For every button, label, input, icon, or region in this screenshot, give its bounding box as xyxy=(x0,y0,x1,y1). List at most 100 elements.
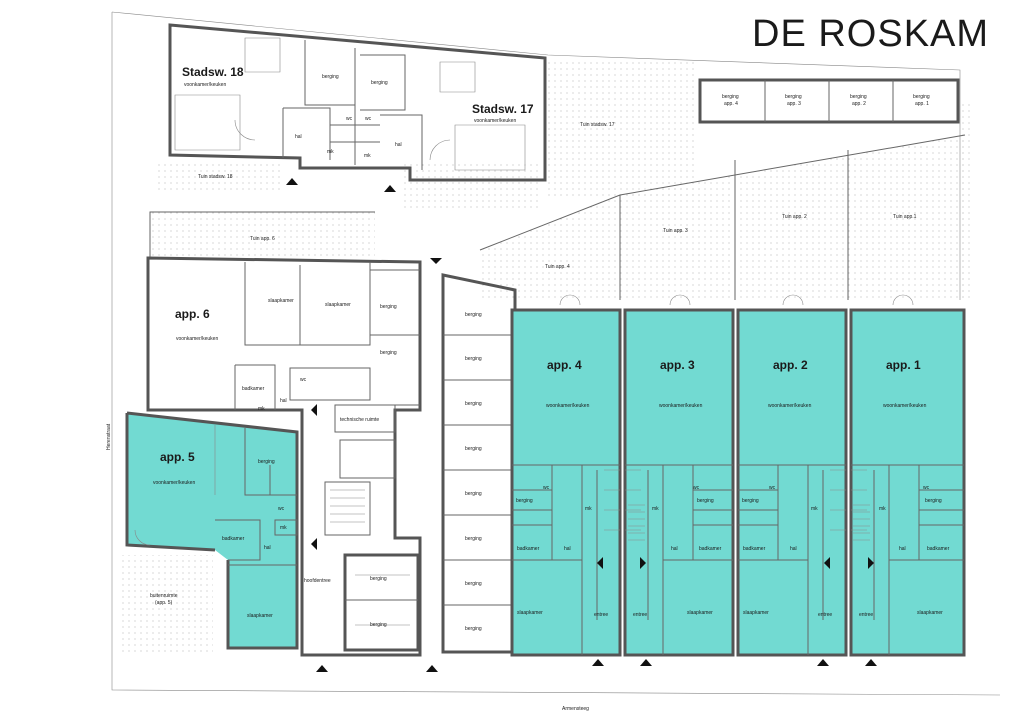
app2-entry: entree xyxy=(818,612,832,618)
main-entrance-label: hoofdentree xyxy=(304,578,331,584)
arrow-up-icon xyxy=(592,659,604,666)
s18-wc: wc xyxy=(346,116,353,122)
app2-bed: slaapkamer xyxy=(743,610,769,616)
app6-storage2: berging xyxy=(380,350,397,356)
app4-wc: wc xyxy=(543,485,550,491)
arrow-up-icon xyxy=(316,665,328,672)
storage-app3-l1: berging xyxy=(785,94,802,100)
app5-title: app. 5 xyxy=(160,450,195,464)
app1-title: app. 1 xyxy=(886,358,921,372)
apartment-app2: app. 2 woonkamer/keuken berging wc mk ba… xyxy=(736,308,848,657)
garden-label-app4: Tuin app. 4 xyxy=(545,264,570,270)
app3-entry: entree xyxy=(633,612,647,618)
s17-living: voonkamer/keuken xyxy=(474,118,516,124)
s17-hall: hal xyxy=(395,142,402,148)
garden-label-s17: Tuin stadsw. 17 xyxy=(580,122,615,128)
app6-storage1: berging xyxy=(380,304,397,310)
app4-mk: mk xyxy=(585,506,592,512)
app1-bed: slaapkamer xyxy=(917,610,943,616)
app6-bed1: slaapkamer xyxy=(268,298,294,304)
core-storage2: berging xyxy=(370,622,387,628)
arrow-left-icon xyxy=(311,404,317,416)
apartment-app1: app. 1 woonkamer/keuken berging wc mk ba… xyxy=(849,308,966,657)
storage-col-4: berging xyxy=(465,446,482,452)
storage-app4-l2: app. 4 xyxy=(724,101,738,107)
app5-hall: hal xyxy=(264,545,271,551)
app4-living: woonkamer/keuken xyxy=(546,403,590,409)
arrow-left-icon xyxy=(597,557,603,569)
storage-col-7: berging xyxy=(465,581,482,587)
stadswoningen-block xyxy=(168,23,547,182)
arrow-left-icon xyxy=(311,538,317,550)
storage-col-6: berging xyxy=(465,536,482,542)
storage-app2-l1: berging xyxy=(850,94,867,100)
app5-living: voonkamer/keuken xyxy=(153,480,195,486)
app5-bed: slaapkamer xyxy=(247,613,273,619)
app3-storage: berging xyxy=(697,498,714,504)
storage-column-labels: berging berging berging berging berging … xyxy=(465,312,482,632)
apartment-app3: app. 3 woonkamer/keuken berging wc mk ba… xyxy=(623,308,735,657)
arrow-down-icon xyxy=(430,258,442,264)
storage-app3-l2: app. 3 xyxy=(787,101,801,107)
core-storage1: berging xyxy=(370,576,387,582)
app5-storage: berging xyxy=(258,459,275,465)
app3-mk: mk xyxy=(652,506,659,512)
app5-outdoor-1: buitenruimte xyxy=(150,593,178,599)
gardens xyxy=(118,60,970,655)
garden-label-s18: Tuin stadsw. 18 xyxy=(198,174,233,180)
app4-hall: hal xyxy=(564,546,571,552)
technical-room-label: technische ruimte xyxy=(340,417,379,423)
garden-lines xyxy=(149,134,966,300)
app1-hall: hal xyxy=(899,546,906,552)
s17-wc: wc xyxy=(365,116,372,122)
garden-label-app6: Tuin app. 6 xyxy=(250,236,275,242)
entrance-arrows xyxy=(286,178,877,672)
app1-living: woonkamer/keuken xyxy=(883,403,927,409)
arrow-up-icon xyxy=(426,665,438,672)
s18-hall: hal xyxy=(295,134,302,140)
street-label-bottom: Armensteeg xyxy=(562,706,589,712)
storage-col-3: berging xyxy=(465,401,482,407)
arrow-right-icon xyxy=(868,557,874,569)
app3-living: woonkamer/keuken xyxy=(659,403,703,409)
storage-row-labels: berging app. 4 berging app. 3 berging ap… xyxy=(722,94,930,107)
storage-col-5: berging xyxy=(465,491,482,497)
storage-app1-l2: app. 1 xyxy=(915,101,929,107)
app1-storage: berging xyxy=(925,498,942,504)
s18-mk: mk xyxy=(327,149,334,155)
storage-col-2: berging xyxy=(465,356,482,362)
arrow-up-icon xyxy=(286,178,298,185)
app6-bath: badkamer xyxy=(242,386,265,392)
app6-bed2: slaapkamer xyxy=(325,302,351,308)
arrow-up-icon xyxy=(817,659,829,666)
arrow-up-icon xyxy=(384,185,396,192)
app6-mk: mk xyxy=(258,406,265,412)
app4-title: app. 4 xyxy=(547,358,582,372)
app5-outdoor-2: (app. 5) xyxy=(155,600,173,606)
storage-col-8: berging xyxy=(465,626,482,632)
app4-bath: badkamer xyxy=(517,546,540,552)
storage-app1-l1: berging xyxy=(913,94,930,100)
stairwells xyxy=(628,504,870,541)
app1-entry: entree xyxy=(859,612,873,618)
app1-wc: wc xyxy=(923,485,930,491)
app3-wc: wc xyxy=(693,485,700,491)
s18-storage: berging xyxy=(322,74,339,80)
storage-app4-l1: berging xyxy=(722,94,739,100)
arrow-up-icon xyxy=(865,659,877,666)
app2-title: app. 2 xyxy=(773,358,808,372)
app5-mk: mk xyxy=(280,525,287,531)
app1-bath: badkamer xyxy=(927,546,950,552)
storage-col-1: berging xyxy=(465,312,482,318)
app2-hall: hal xyxy=(790,546,797,552)
s18-living: voonkamer/keuken xyxy=(184,82,226,88)
storage-app2-l2: app. 2 xyxy=(852,101,866,107)
garden-label-app2: Tuin app. 2 xyxy=(782,214,807,220)
brand-title: DE ROSKAM xyxy=(752,13,989,55)
app6-wc: wc xyxy=(300,377,307,383)
garden-label-app3: Tuin app. 3 xyxy=(663,228,688,234)
garden-doors xyxy=(559,294,914,306)
app4-bed: slaapkamer xyxy=(517,610,543,616)
arrow-left-icon xyxy=(824,557,830,569)
